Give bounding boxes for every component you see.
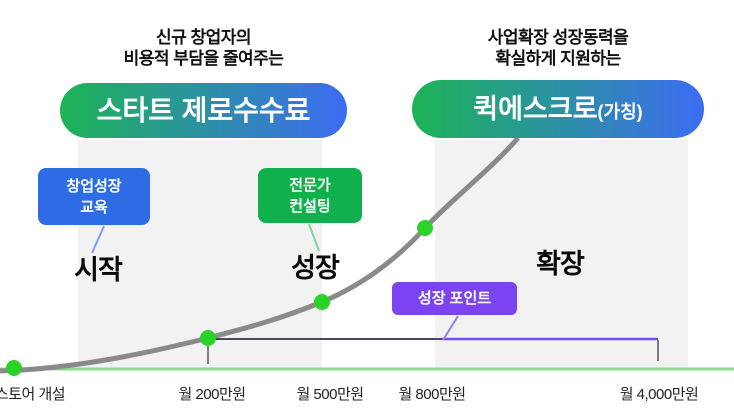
badge-startup-education-line1: 창업성장 bbox=[66, 177, 122, 195]
badge-expert-consulting: 전문가 컨설팅 bbox=[258, 168, 362, 223]
badge-expert-consulting-line1: 전문가 bbox=[289, 176, 331, 194]
pill-quick-escrow: 퀵에스크로(가칭) bbox=[412, 80, 704, 138]
left-heading: 신규 창업자의 비용적 부담을 줄여주는 bbox=[60, 27, 347, 69]
badge-startup-education: 창업성장 교육 bbox=[38, 168, 150, 225]
axis-label-800: 월 800만원 bbox=[398, 386, 466, 403]
stage-label-growth: 성장 bbox=[291, 253, 340, 283]
axis-label-500: 월 500만원 bbox=[296, 386, 364, 403]
right-heading-line1: 사업확장 성장동력을 bbox=[487, 28, 629, 47]
stage-label-expansion: 확장 bbox=[536, 249, 585, 279]
axis-label-4000: 월 4,000만원 bbox=[619, 386, 699, 403]
callout-connector-purple bbox=[442, 315, 459, 341]
left-heading-line2: 비용적 부담을 줄여주는 bbox=[123, 49, 284, 68]
stage-label-start: 시작 bbox=[74, 255, 123, 285]
right-heading: 사업확장 성장동력을 확실하게 지원하는 bbox=[412, 27, 704, 69]
badge-growth-point: 성장 포인트 bbox=[392, 282, 517, 315]
pill-start-zero-fee-label: 스타트 제로수수료 bbox=[96, 95, 311, 126]
milestone-dot bbox=[314, 294, 330, 310]
left-heading-line1: 신규 창업자의 bbox=[155, 28, 252, 47]
pill-quick-escrow-label: 퀵에스크로 bbox=[473, 94, 598, 124]
callout-connector-green bbox=[308, 223, 320, 252]
axis-label-200: 월 200만원 bbox=[178, 386, 246, 403]
pill-start-zero-fee: 스타트 제로수수료 bbox=[60, 83, 347, 138]
right-heading-line2: 확실하게 지원하는 bbox=[495, 49, 621, 68]
pill-quick-escrow-suffix: (가칭) bbox=[597, 102, 643, 122]
axis-label-store-open: 스토어 개설 bbox=[0, 386, 66, 403]
milestone-dot bbox=[200, 330, 216, 346]
badge-startup-education-line2: 교육 bbox=[80, 198, 108, 216]
milestone-dot bbox=[417, 220, 433, 236]
badge-growth-point-label: 성장 포인트 bbox=[417, 290, 492, 307]
callout-connector-blue bbox=[91, 225, 105, 254]
milestone-dot bbox=[6, 360, 22, 376]
badge-expert-consulting-line2: 컨설팅 bbox=[289, 197, 331, 215]
